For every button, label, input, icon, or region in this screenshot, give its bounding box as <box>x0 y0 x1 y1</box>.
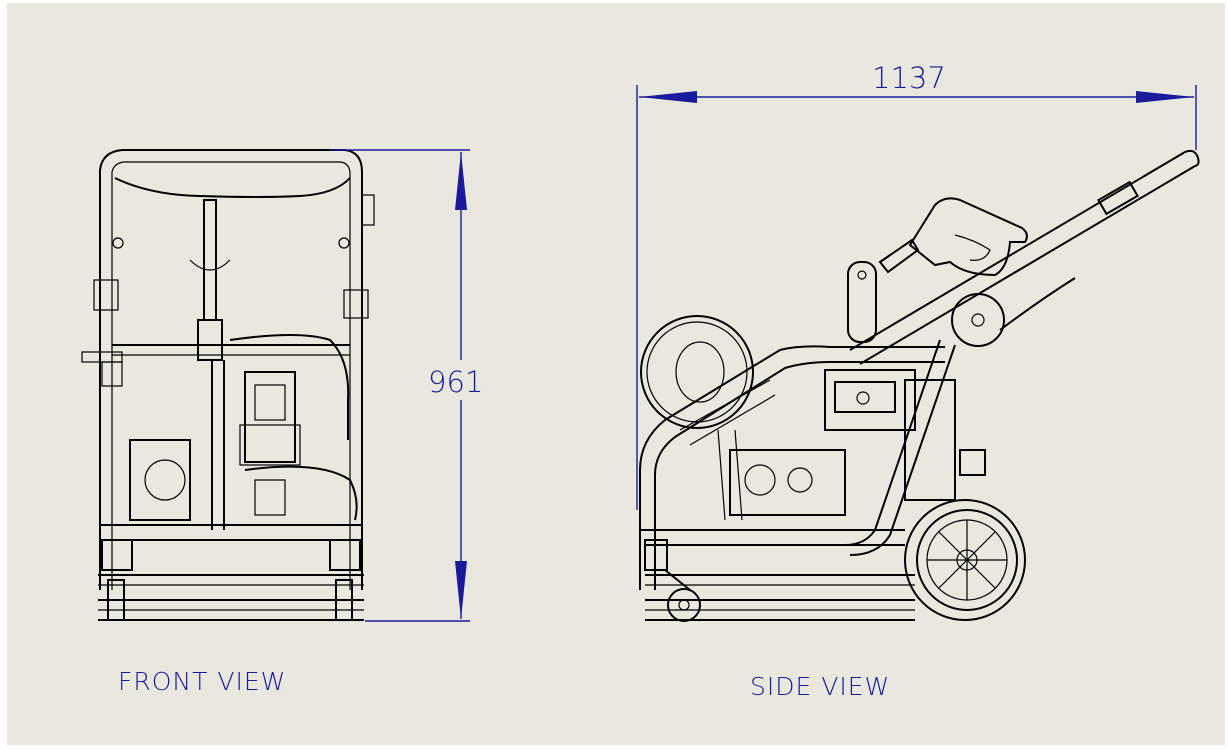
front-view-label: FRONT VIEW <box>118 667 286 696</box>
height-dimension: 961 <box>330 149 483 622</box>
width-dimension: 1137 <box>636 61 1197 510</box>
front-view-drawing <box>81 149 375 621</box>
side-view-label: SIDE VIEW <box>750 672 890 701</box>
drawing-sheet <box>7 3 1225 745</box>
side-view-drawing <box>639 149 1200 622</box>
width-dimension-value: 1137 <box>872 61 946 95</box>
height-dimension-value: 961 <box>428 365 483 399</box>
